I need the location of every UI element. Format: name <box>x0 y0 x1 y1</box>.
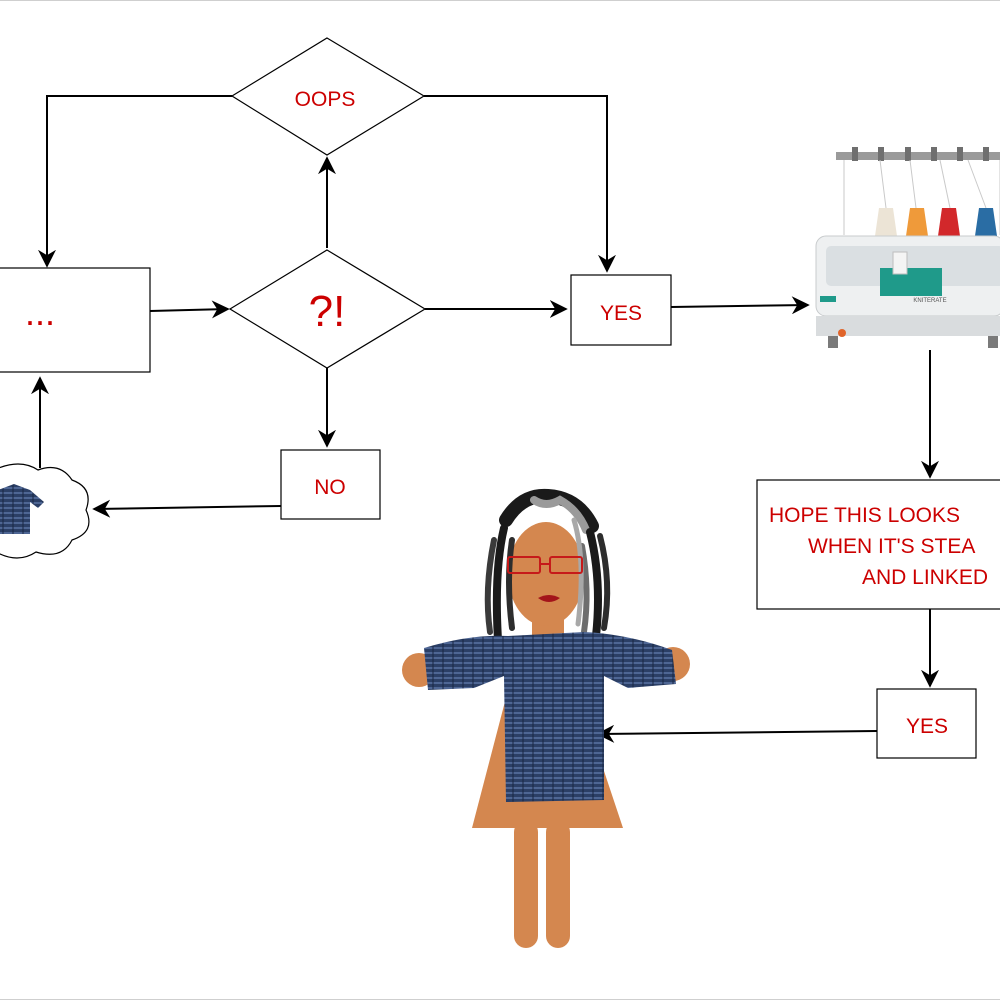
note-line-2: WHEN IT'S STEA <box>808 535 975 558</box>
knitting-machine: KNITERATE <box>815 147 1000 348</box>
oops-diamond: OOPS <box>230 37 426 156</box>
yes-box-1-label: YES <box>600 302 642 325</box>
no-box: NO <box>280 449 381 520</box>
note-box: HOPE THIS LOOKS WHEN IT'S STEA AND LINKE… <box>756 479 1000 610</box>
arrow-start-to-decision <box>149 300 230 319</box>
start-box-label: ... <box>25 292 55 333</box>
machine-brand-label: KNITERATE <box>913 298 946 304</box>
hair <box>484 488 611 644</box>
yarn-cones <box>875 208 997 236</box>
yes-box-2: YES <box>876 688 977 759</box>
thought-cloud <box>0 463 90 559</box>
lips <box>538 595 560 602</box>
glasses <box>507 556 583 574</box>
yes-box-2-label: YES <box>906 715 948 738</box>
arrow-oops-to-start <box>38 95 232 268</box>
arrow-yes2-to-person <box>596 724 878 743</box>
sweater <box>424 632 676 802</box>
note-line-1: HOPE THIS LOOKS <box>769 504 960 527</box>
arrow-no-to-cloud <box>92 499 282 518</box>
arrow-yes-to-machine <box>670 296 810 315</box>
no-box-label: NO <box>314 476 346 499</box>
yes-box-1: YES <box>570 274 672 346</box>
decision-label: ?! <box>309 287 346 336</box>
oops-label: OOPS <box>295 88 356 111</box>
small-sweater-icon <box>0 484 44 534</box>
connectors <box>31 95 939 743</box>
start-box: ... <box>0 267 151 373</box>
person-figure <box>402 488 690 948</box>
arrow-oops-to-yes <box>424 95 616 273</box>
note-line-3: AND LINKED <box>862 566 988 589</box>
decision-diamond: ?! <box>228 249 427 369</box>
